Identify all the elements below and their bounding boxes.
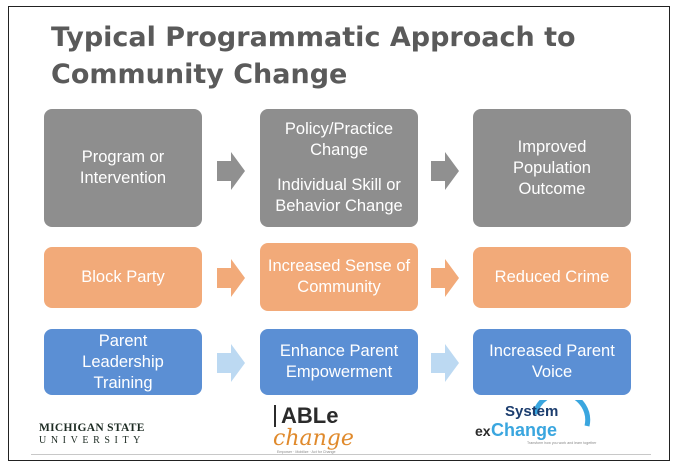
community-line-2: Community	[297, 278, 381, 296]
policy-line-1: Policy/Practice	[284, 120, 394, 138]
policy-line-2: Change	[310, 141, 368, 159]
msu-logo: MICHIGAN STATE UNIVERSITY	[39, 422, 145, 446]
community-line-1: Increased Sense of	[267, 257, 411, 275]
exchange-tagline: Transform how you work and learn togethe…	[527, 441, 597, 445]
parent-voice-box: Increased Parent Voice	[473, 329, 631, 395]
reduced-crime-box: Reduced Crime	[473, 247, 631, 308]
exchange-prefix: ex	[475, 423, 491, 439]
leadership-line-2: Leadership	[82, 352, 164, 371]
leadership-line-3: Training	[93, 373, 153, 392]
slide-title: Typical Programmatic Approach to Communi…	[51, 19, 651, 93]
policy-change-box: Policy/Practice Change Individual Skill …	[260, 109, 418, 227]
block-party-box: Block Party	[44, 247, 202, 308]
blue-arrow-1	[217, 344, 245, 382]
title-line-1: Typical Programmatic Approach to	[51, 22, 576, 53]
outcome-line-3: Outcome	[518, 179, 586, 198]
msu-logo-line-1: MICHIGAN STATE	[39, 422, 145, 434]
able-change-word: change	[273, 426, 354, 451]
block-party-label: Block Party	[81, 268, 165, 286]
empowerment-line-2: Empowerment	[285, 363, 393, 381]
blue-arrow-2	[431, 344, 459, 382]
able-tagline: Empower · Mobilize · Act for Change	[277, 450, 336, 454]
msu-logo-line-2: UNIVERSITY	[39, 435, 145, 446]
outcome-box: Improved Population Outcome	[473, 109, 631, 227]
program-box: Program or Intervention	[44, 109, 202, 227]
program-box-line-2: Intervention	[79, 169, 167, 187]
footer-divider	[31, 454, 651, 455]
voice-line-1: Increased Parent	[489, 342, 615, 360]
orange-arrow-1	[217, 259, 245, 297]
parent-empowerment-box: Enhance Parent Empowerment	[260, 329, 418, 395]
outcome-line-1: Improved	[517, 137, 587, 156]
parent-leadership-box: Parent Leadership Training	[44, 329, 202, 395]
able-change-logo: ABLe change Empower · Mobilize · Act for…	[273, 403, 354, 454]
leadership-line-1: Parent	[98, 331, 148, 350]
system-exchange-logo: System ex Change Transform how you work …	[475, 400, 597, 445]
title-line-2: Community Change	[51, 59, 348, 90]
gray-arrow-2	[431, 152, 459, 190]
able-wordmark: ABLe	[281, 403, 338, 428]
system-word: System	[505, 403, 558, 420]
voice-line-2: Voice	[531, 363, 573, 381]
slide: Typical Programmatic Approach to Communi…	[8, 6, 670, 461]
empowerment-line-1: Enhance Parent	[279, 342, 399, 360]
orange-arrow-2	[431, 259, 459, 297]
skill-line-2: Behavior Change	[275, 197, 403, 215]
exchange-word: Change	[491, 420, 557, 440]
gray-arrow-1	[217, 152, 245, 190]
program-box-line-1: Program or	[81, 148, 165, 166]
reduced-crime-label: Reduced Crime	[494, 268, 610, 286]
sense-of-community-box: Increased Sense of Community	[260, 243, 418, 311]
outcome-line-2: Population	[513, 158, 591, 177]
skill-line-1: Individual Skill or	[277, 176, 401, 194]
